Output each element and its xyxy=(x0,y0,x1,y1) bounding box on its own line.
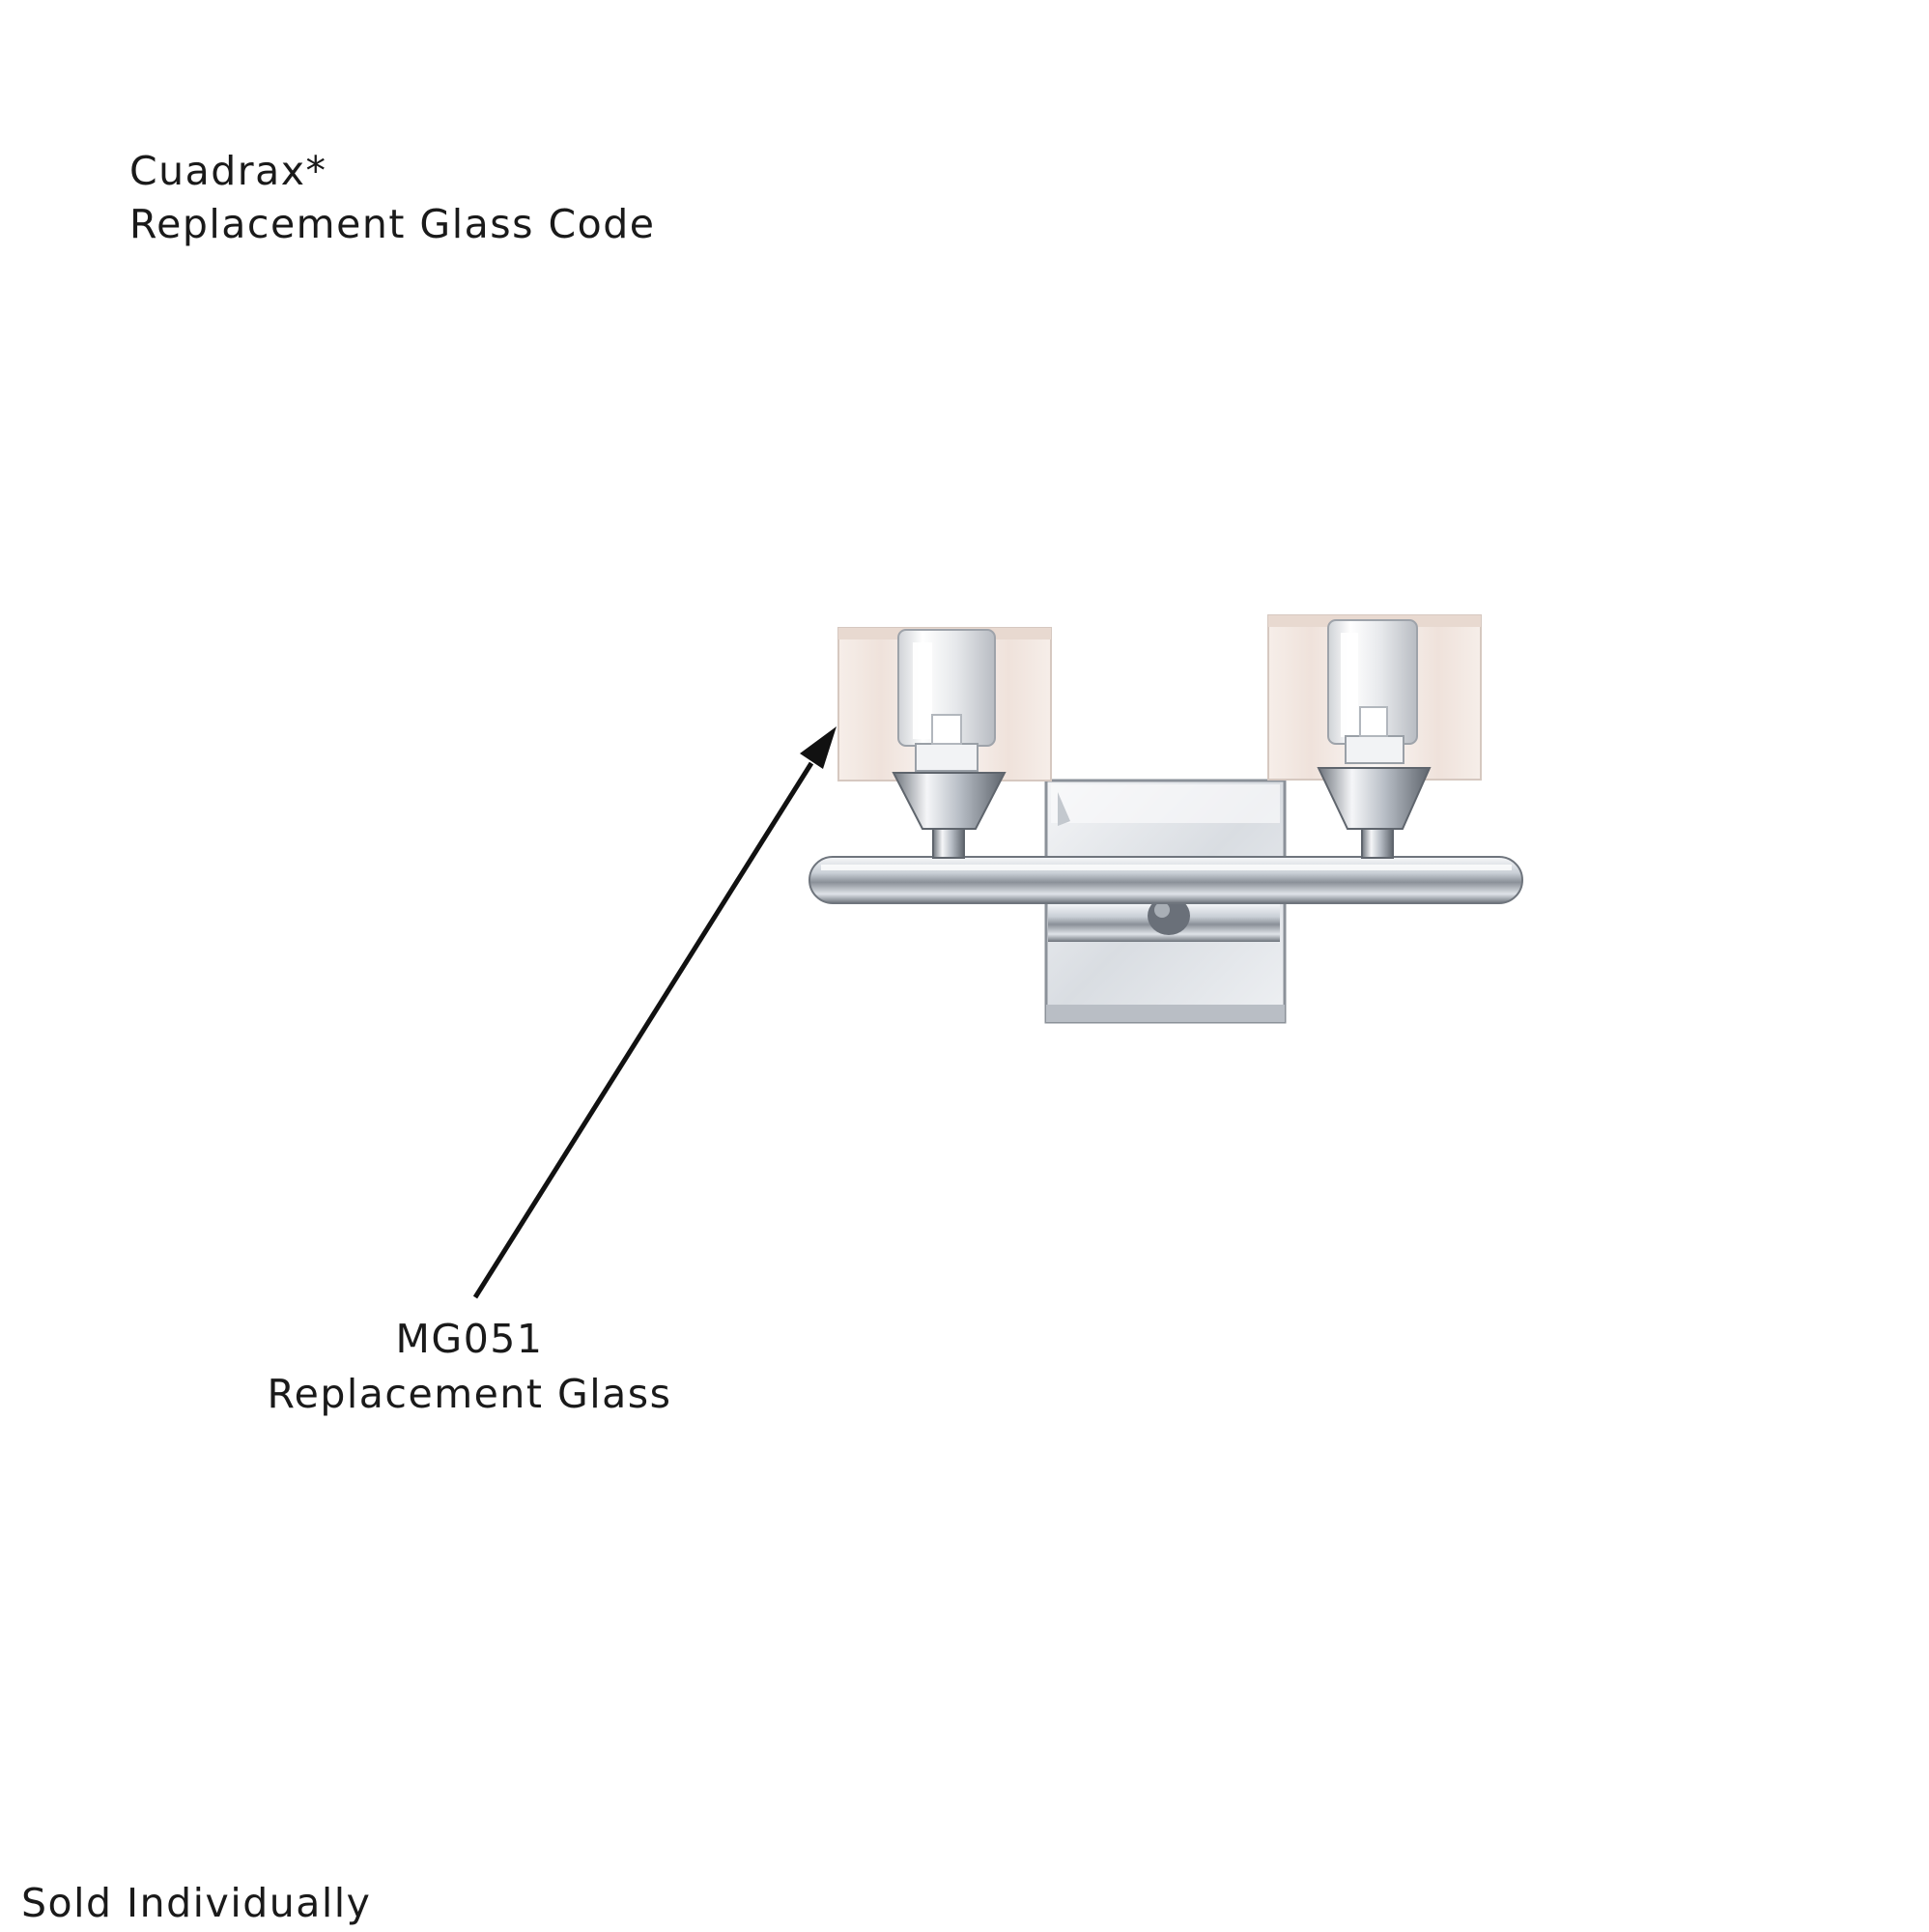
title-block: Cuadrax* Replacement Glass Code xyxy=(129,145,655,251)
right-lamp-holder xyxy=(1317,767,1432,859)
product-subtitle: Replacement Glass Code xyxy=(129,201,656,247)
horizontal-arm xyxy=(808,856,1523,904)
callout-label: MG051 Replacement Glass xyxy=(256,1312,683,1422)
product-name: Cuadrax* xyxy=(129,148,327,194)
glass-description: Replacement Glass xyxy=(267,1371,672,1417)
sold-individually-note: Sold Individually xyxy=(21,1880,372,1926)
center-mount xyxy=(1048,896,1280,942)
right-glass-shade xyxy=(1267,614,1482,781)
left-glass-shade xyxy=(837,627,1052,781)
arrow-pointer-icon xyxy=(472,726,837,1299)
glass-code: MG051 xyxy=(395,1316,544,1362)
left-lamp-holder xyxy=(892,772,1007,859)
